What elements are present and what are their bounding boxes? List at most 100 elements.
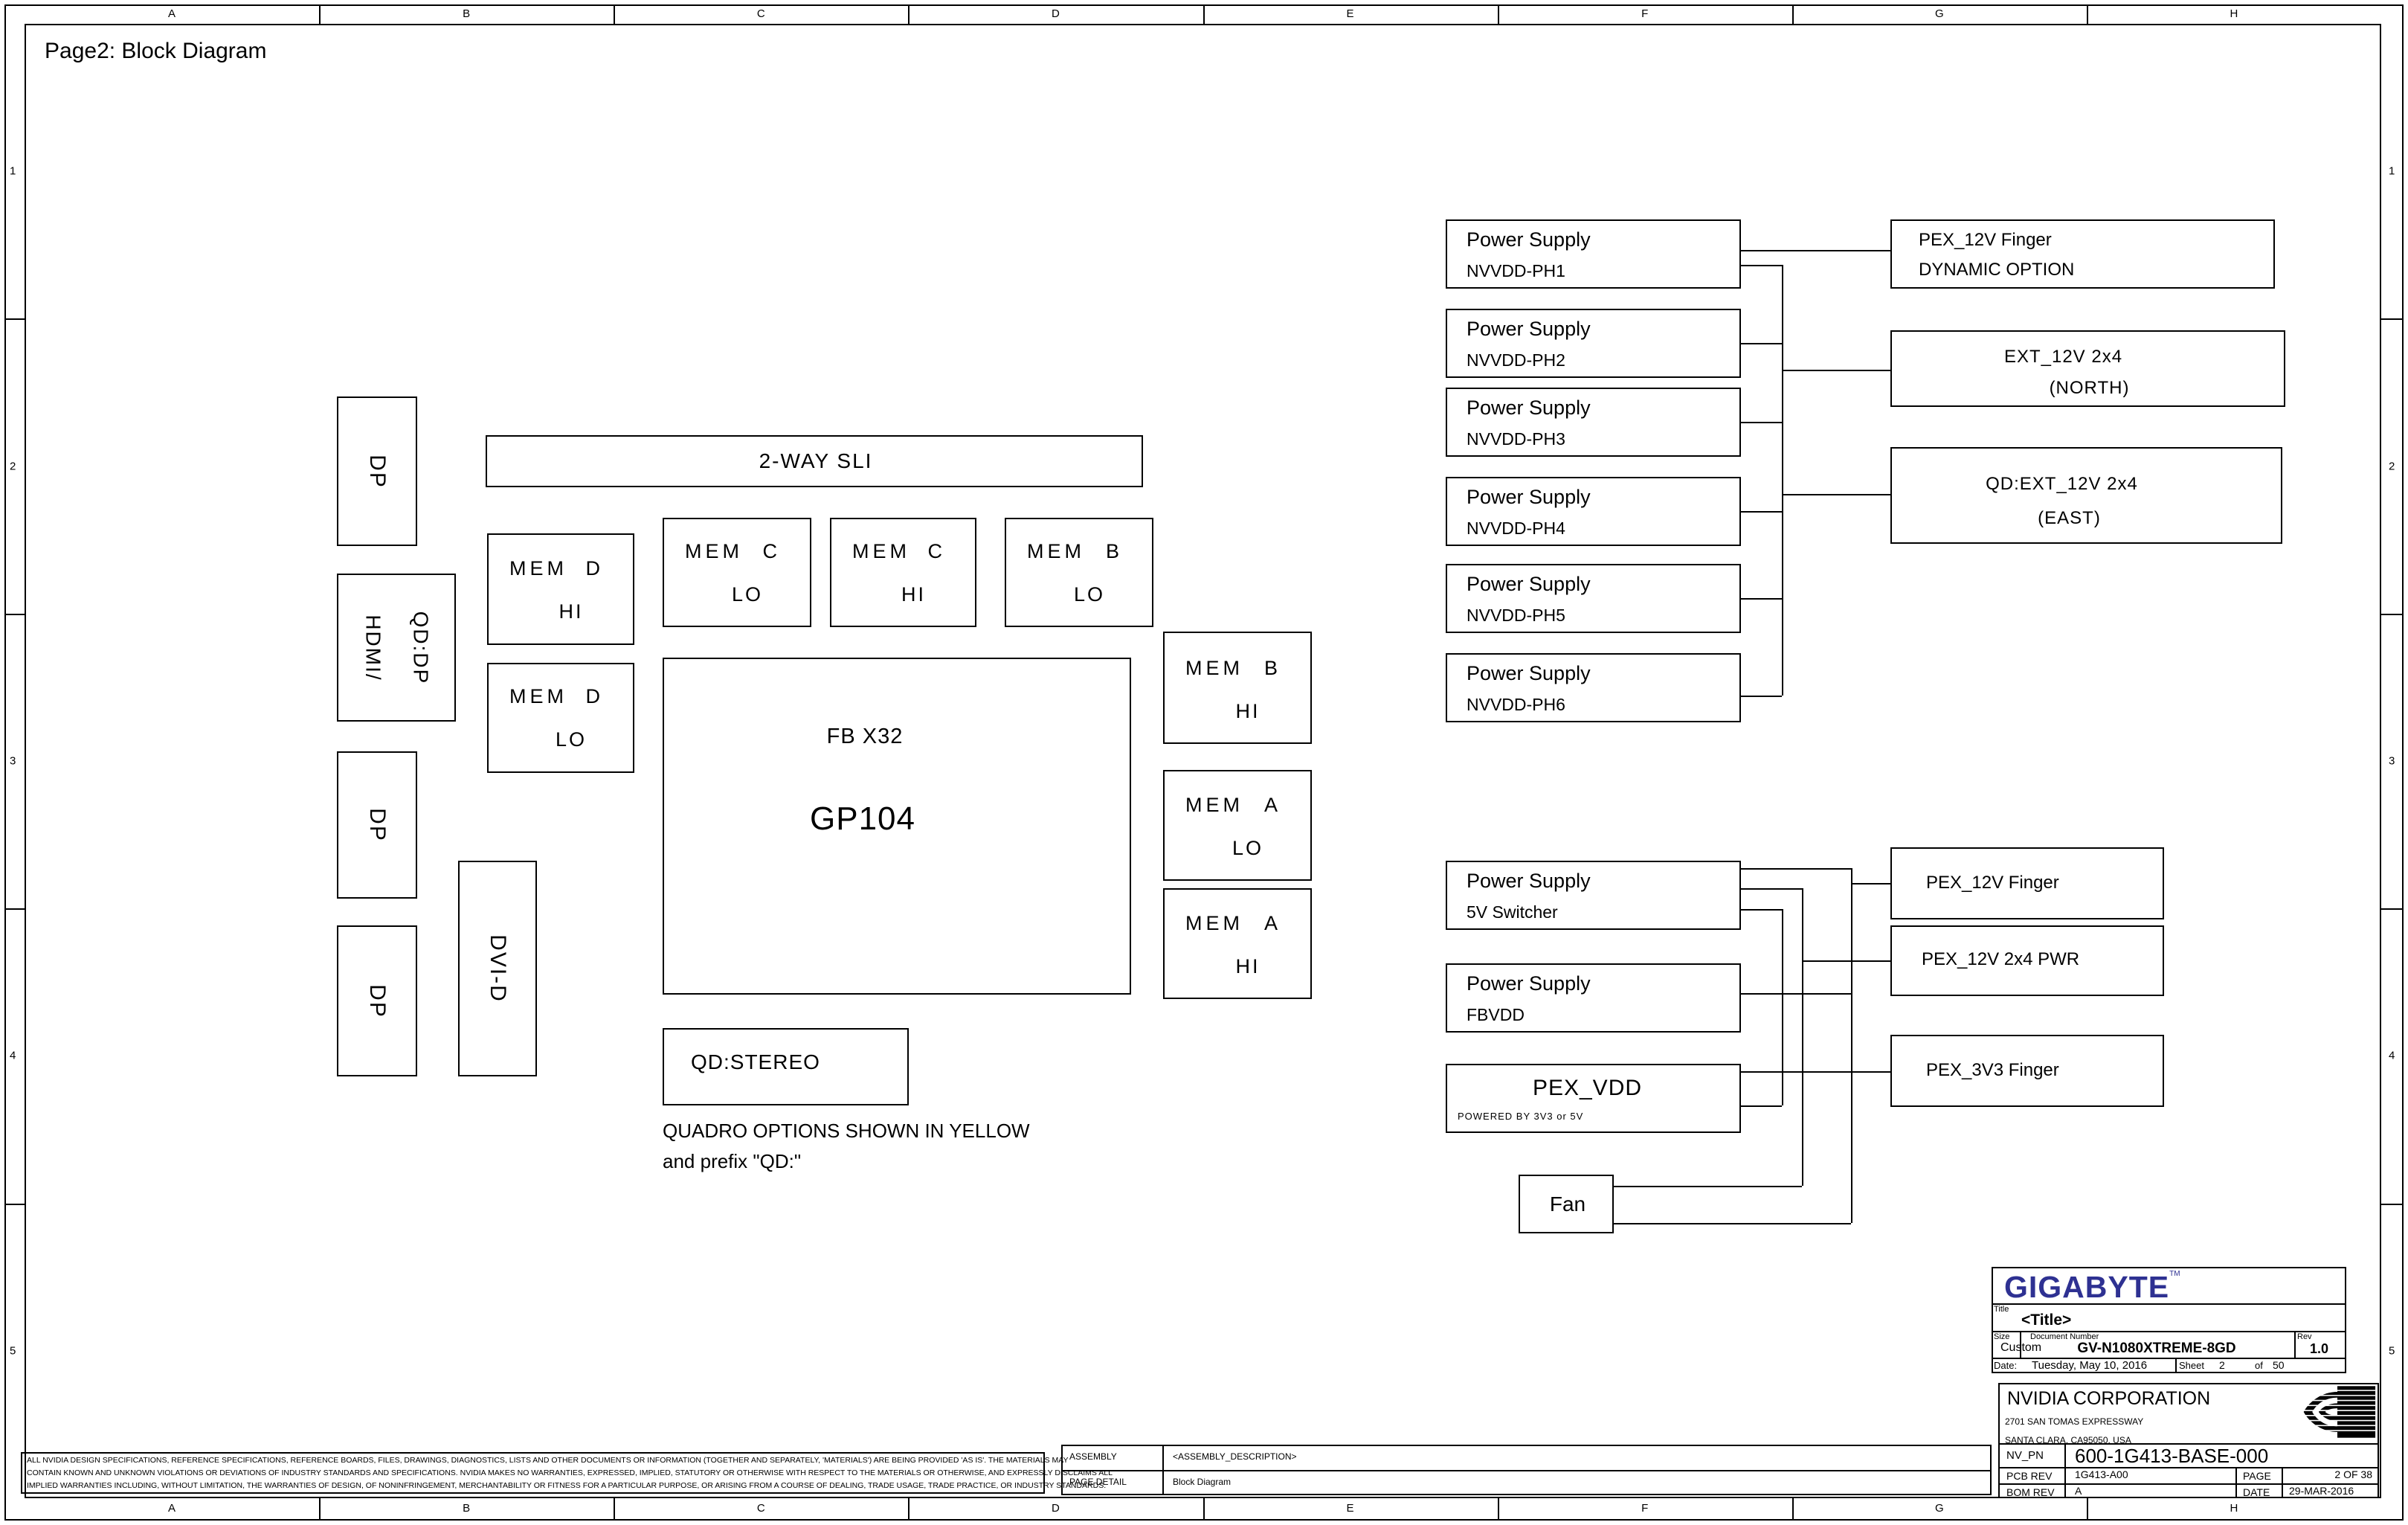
assembly-row-divider — [1061, 1470, 1992, 1471]
block-dp-top: DP — [337, 396, 417, 546]
gigabyte-logo-text: GIGABYTE — [2004, 1270, 2170, 1304]
nv-col-divider — [2282, 1467, 2283, 1498]
ruler-col-label: G — [1934, 1502, 1944, 1515]
gb-row-divider — [1992, 1331, 2346, 1332]
block-hdmi-qddp: QD:DP HDMI/ — [337, 574, 456, 722]
block-label: Power Supply — [1467, 486, 1591, 508]
bom-rev-value: A — [2075, 1485, 2082, 1497]
sheet-num: 2 — [2219, 1359, 2225, 1371]
vlabel-wrap: DP — [338, 753, 416, 897]
ruler-col-label: H — [2230, 1502, 2238, 1515]
gb-col-divider — [2020, 1331, 2021, 1358]
ruler-col-label: E — [1346, 7, 1354, 20]
wire — [1741, 511, 1782, 513]
assembly-label: ASSEMBLY — [1069, 1451, 1117, 1462]
wire — [1741, 250, 1890, 251]
ruler-row-label: 3 — [10, 754, 16, 768]
assembly-value: <ASSEMBLY_DESCRIPTION> — [1173, 1451, 1297, 1462]
block-label: PEX_VDD — [1532, 1076, 1643, 1100]
block-label: HI — [1235, 955, 1261, 977]
block-label-line: DP — [365, 808, 390, 842]
pcb-rev-value: 1G413-A00 — [2075, 1468, 2128, 1480]
ruler-tick — [4, 908, 25, 910]
block-label: Power Supply — [1467, 396, 1591, 419]
ruler-tick — [2381, 908, 2404, 910]
block-label-line: QD:DP — [409, 611, 432, 684]
nv-row-divider — [1998, 1467, 2379, 1468]
sheet-label: Sheet — [2179, 1360, 2204, 1371]
block-label: Power Supply — [1467, 573, 1591, 595]
bom-rev-label: BOM REV — [2006, 1486, 2055, 1498]
wire — [1741, 343, 1782, 344]
gigabyte-tm: TM — [2169, 1270, 2180, 1278]
gigabyte-logo: GIGABYTETM — [2004, 1270, 2180, 1305]
wire — [1741, 993, 1851, 995]
block-label: LO — [1232, 837, 1264, 859]
rev-value: 1.0 — [2310, 1341, 2329, 1356]
block-label: D — [585, 557, 601, 580]
block-label: DP — [364, 808, 390, 842]
wire — [1741, 909, 1782, 911]
block-label: MEM — [509, 685, 567, 707]
page-title: Page2: Block Diagram — [45, 39, 267, 63]
wire — [1851, 868, 1852, 1223]
block-label: A — [1263, 912, 1278, 934]
block-label: B — [1263, 657, 1278, 679]
block-label: PEX_12V Finger — [1926, 873, 2059, 893]
assembly-col-divider — [1162, 1445, 1164, 1495]
ruler-tick — [1203, 4, 1205, 24]
ruler-col-label: C — [756, 1502, 765, 1515]
page-label: PAGE — [2243, 1470, 2271, 1482]
nv-col-divider — [2064, 1443, 2066, 1498]
block-label: NVVDD-PH3 — [1467, 429, 1565, 449]
wire — [1741, 265, 1782, 266]
block-label-line: HDMI/ — [361, 614, 384, 681]
block-label: LO — [1073, 583, 1106, 606]
block-label: HI — [558, 600, 584, 623]
nv-row-divider — [1998, 1483, 2379, 1485]
ruler-tick — [1498, 4, 1499, 24]
ruler-row-label: 2 — [2389, 460, 2395, 473]
ruler-col-label: D — [1052, 1502, 1060, 1515]
block-label: 5V Switcher — [1467, 902, 1558, 922]
ruler-tick — [908, 4, 910, 24]
size-label: Size — [1994, 1332, 2010, 1341]
nv-pn-value: 600-1G413-BASE-000 — [2075, 1445, 2269, 1467]
disclaimer-line: IMPLIED WARRANTIES INCLUDING, WITHOUT LI… — [27, 1481, 1107, 1490]
gb-col-divider — [2175, 1358, 2177, 1373]
block-qd-stereo: QD:STEREO — [663, 1028, 909, 1105]
nvidia-title-block — [1998, 1383, 2379, 1498]
wire — [1741, 868, 1851, 870]
wire — [1741, 422, 1782, 423]
disclaimer-line: CONTAIN KNOWN AND UNKNOWN VIOLATIONS OR … — [27, 1468, 1113, 1477]
block-label: DYNAMIC OPTION — [1919, 260, 2075, 280]
block-qd-ext-12v-2x4-east: QD:EXT_12V 2x4(EAST) — [1890, 447, 2282, 544]
block-label: NVVDD-PH6 — [1467, 695, 1565, 714]
disclaimer-line: ALL NVIDIA DESIGN SPECIFICATIONS, REFERE… — [27, 1456, 1069, 1465]
ruler-row-label: 2 — [10, 460, 16, 473]
block-label: NVVDD-PH1 — [1467, 261, 1565, 280]
sheet-of-label: of — [2255, 1360, 2263, 1371]
block-label: Power Supply — [1467, 318, 1591, 340]
ruler-row-label: 1 — [10, 164, 16, 178]
block-label: 2-WAY SLI — [759, 449, 873, 472]
block-label: QD:STEREO — [691, 1050, 820, 1073]
ruler-col-label: C — [756, 7, 765, 20]
ruler-tick — [1203, 1498, 1205, 1521]
quadro-note-line1: QUADRO OPTIONS SHOWN IN YELLOW — [663, 1120, 1030, 1142]
block-ext-12v-2x4-north: EXT_12V 2x4(NORTH) — [1890, 330, 2285, 407]
wire — [1741, 1071, 1890, 1073]
block-dp-bottom: DP — [337, 925, 417, 1076]
block-label: Fan — [1549, 1192, 1586, 1216]
ruler-col-label: A — [168, 1502, 176, 1515]
wire — [1802, 960, 1890, 962]
nv-date-label: DATE — [2243, 1486, 2270, 1498]
block-label: QD:DP HDMI/ — [349, 611, 444, 684]
ruler-tick — [614, 1498, 615, 1521]
